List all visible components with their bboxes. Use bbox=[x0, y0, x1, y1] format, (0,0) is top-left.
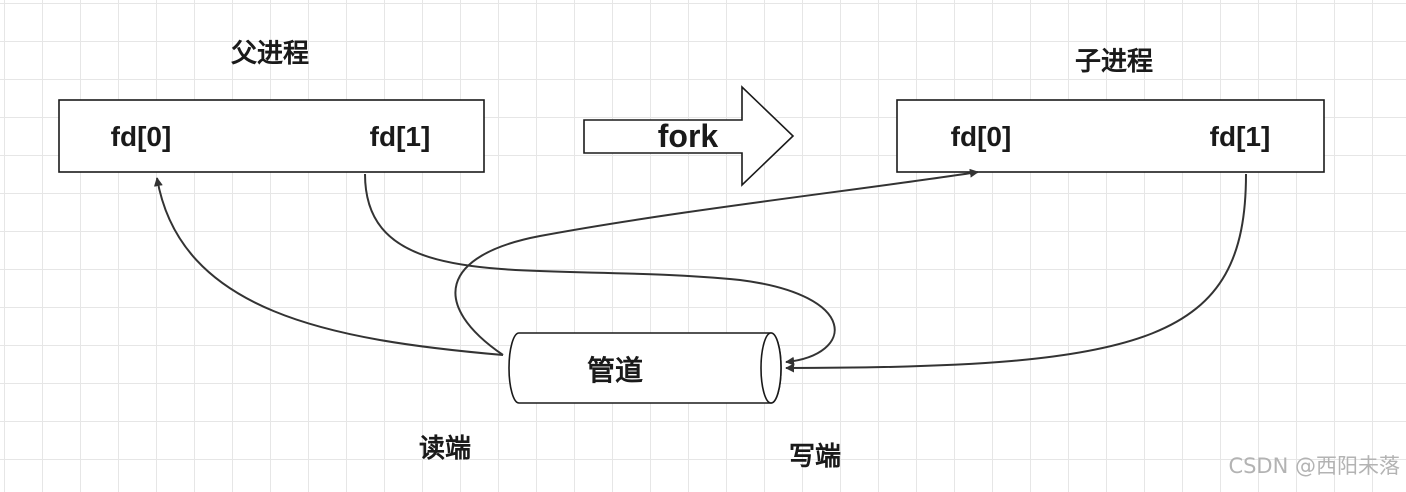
parent-process-box bbox=[58, 99, 485, 173]
fork-label: fork bbox=[658, 118, 719, 154]
parent-fd-write-label: fd[1] bbox=[370, 121, 431, 152]
pipe-label: 管道 bbox=[587, 354, 643, 386]
fork-arrow bbox=[583, 85, 795, 187]
child-fd-read-label: fd[0] bbox=[951, 121, 1012, 152]
child-process-title: 子进程 bbox=[1075, 46, 1153, 76]
child-fd-write-label: fd[1] bbox=[1210, 121, 1271, 152]
pipe-cylinder-end bbox=[760, 332, 782, 404]
parent-process-title: 父进程 bbox=[231, 38, 309, 68]
csdn-watermark: CSDN @西阳未落 bbox=[1228, 454, 1400, 478]
read-end-label: 读端 bbox=[419, 433, 471, 463]
write-end-label: 写端 bbox=[789, 441, 841, 471]
parent-fd-read-label: fd[0] bbox=[111, 121, 172, 152]
parent-write-to-pipe-connector bbox=[364, 173, 836, 366]
pipe-to-parent-read-connector bbox=[153, 177, 504, 356]
child-write-to-pipe-connector bbox=[785, 173, 1247, 373]
pipe-cylinder bbox=[508, 332, 782, 404]
pipe-to-child-read-connector bbox=[454, 168, 979, 356]
child-process-box bbox=[896, 99, 1325, 173]
